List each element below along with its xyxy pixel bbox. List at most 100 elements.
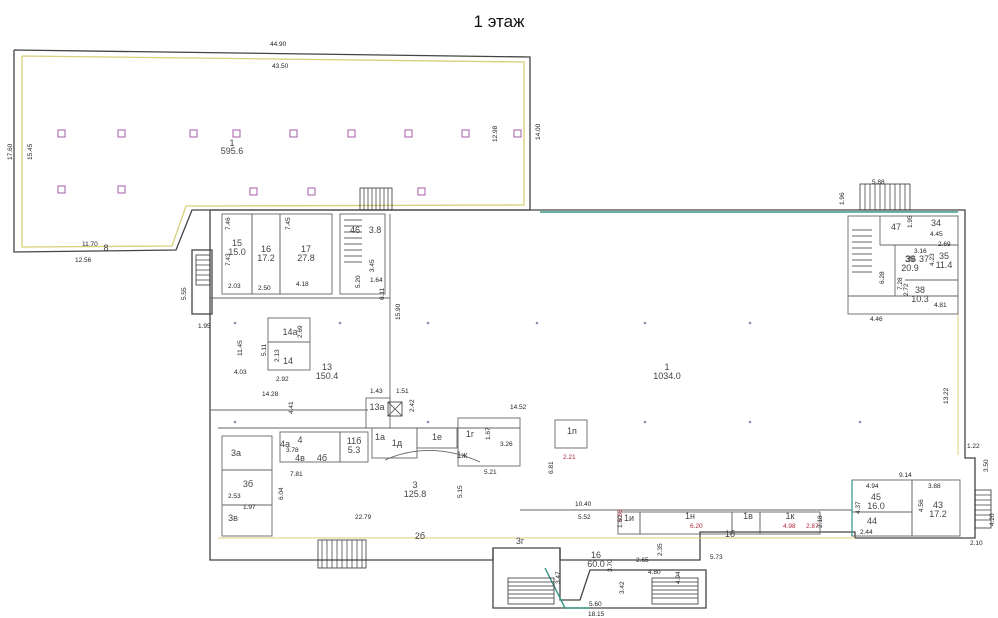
room-label: 1д (392, 438, 403, 448)
dimension: 17.60 (7, 143, 14, 160)
dimension: 4.94 (866, 483, 879, 490)
dimension: 7.81 (290, 471, 303, 478)
room-area: 60.0 (587, 559, 605, 569)
room-area: 20.9 (901, 263, 919, 273)
dimension: 1.64 (370, 277, 383, 284)
room-area: 16.0 (867, 501, 885, 511)
room-label: 37 (919, 254, 929, 264)
room-area: 5.3 (348, 445, 361, 455)
dimension: 1.97 (243, 504, 256, 511)
room-area: 10.3 (911, 294, 929, 304)
room-label: 1а (375, 432, 385, 442)
dimension: 1.95 (907, 215, 914, 228)
room-label: 4б (317, 453, 327, 463)
dimension: 12.98 (492, 125, 499, 142)
room-label: 13а (369, 402, 384, 412)
dimension: 2.18 (817, 515, 824, 528)
hall-curve (384, 450, 481, 463)
dimension: 22.79 (355, 514, 372, 521)
room-11b (339, 431, 369, 463)
room-number: 38 (915, 285, 925, 295)
room-label: 1к (786, 511, 795, 521)
dimension: 4.18 (296, 281, 309, 288)
upper-hall-wall (13, 49, 531, 253)
room-area: 11.4 (936, 260, 953, 270)
grid-dots (233, 321, 862, 424)
dimension: 2.42 (409, 399, 416, 412)
red-label: 2.21 (563, 454, 576, 461)
room-label: 1и (624, 513, 634, 523)
dimension: 5.55 (181, 287, 188, 300)
dimension: 4.46 (870, 316, 883, 323)
stair-left (195, 254, 211, 286)
room-area: 125.8 (404, 489, 427, 499)
room-area: 17.2 (929, 509, 947, 519)
room-area: 17.2 (257, 253, 275, 263)
dimension: 15.45 (27, 143, 34, 160)
column-marker (57, 129, 66, 138)
column-marker (289, 129, 298, 138)
dimension: 4.37 (855, 501, 862, 514)
dimension: 44.90 (270, 41, 287, 48)
dimension: 4.20 (989, 513, 996, 526)
upper-hall-inner-line (21, 55, 525, 248)
dimension: 5.88 (872, 179, 885, 186)
dimension: 3.50 (983, 459, 990, 472)
dimension: 3.16 (914, 248, 927, 255)
room-area: 595.6 (221, 146, 244, 156)
dimension: 2.92 (276, 376, 289, 383)
dimension: 3.47 (555, 571, 562, 584)
dimension: 5.15 (457, 485, 464, 498)
dimension: 1.67 (485, 427, 492, 440)
room-number: 3 (412, 480, 417, 490)
south-annex-accent (544, 567, 590, 609)
dimension-labels: 44.90 43.50 17.60 15.45 12.98 14.00 11.7… (7, 41, 996, 618)
right-rooms (847, 215, 961, 537)
dimension: 4.56 (918, 499, 925, 512)
room-number: 11б (347, 436, 362, 446)
room-area: 27.8 (297, 253, 315, 263)
dimension: 2.13 (274, 349, 281, 362)
stair-east (852, 229, 872, 273)
room-label: 3г (516, 536, 525, 546)
dimension: 2.35 (657, 543, 664, 556)
room-number: 39 (905, 254, 915, 264)
column-marker (57, 185, 66, 194)
room-labels: 1 595.6 1 1034.0 3 125.8 13 150.4 16 60.… (221, 138, 953, 569)
dimension: 10.40 (575, 501, 592, 508)
dimension: 5.73 (710, 554, 723, 561)
dimension: 2.53 (228, 493, 241, 500)
dimension: 3.26 (500, 441, 513, 448)
room-label: 1п (567, 426, 577, 436)
dimension: 15.90 (395, 303, 402, 320)
dimension: 7.43 (225, 253, 232, 266)
room-label: 34 (931, 218, 941, 228)
room-label: 3в (228, 513, 238, 523)
room-number: 46 (350, 225, 360, 235)
room-label: 1е (432, 432, 442, 442)
room-area: 1034.0 (653, 371, 681, 381)
column-marker (404, 129, 413, 138)
bottom-strip (492, 509, 852, 609)
dimension: 3.45 (369, 259, 376, 272)
dimension: 5.20 (355, 275, 362, 288)
dimension: 11.45 (237, 340, 244, 356)
column-marker (249, 187, 258, 196)
room-label: 4 (297, 435, 302, 445)
room-number: 45 (871, 492, 881, 502)
dimension: 3.78 (286, 447, 299, 454)
dimension: 5.60 (589, 601, 602, 608)
stair-upper-right (359, 187, 393, 211)
column-marker (189, 129, 198, 138)
left-annex (191, 249, 213, 315)
south-annex (492, 548, 707, 609)
stair-south-b (651, 577, 699, 605)
room-1k (759, 511, 821, 535)
dimension: 2.10 (970, 540, 983, 547)
room-1g (457, 417, 521, 467)
column-marker (513, 129, 522, 138)
left-rooms (210, 213, 588, 537)
dimension: 2.69 (297, 325, 304, 338)
room-area: 150.4 (316, 371, 339, 381)
